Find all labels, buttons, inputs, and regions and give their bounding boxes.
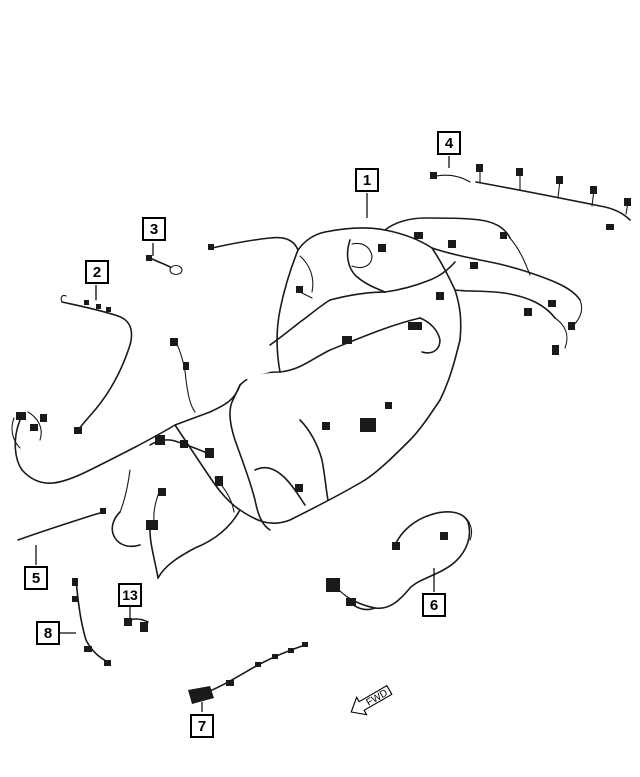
leader-lines [35,156,450,712]
harness-part-7 [188,642,308,704]
fwd-arrow: FWD [350,684,393,716]
callout-3: 3 [142,217,166,241]
callout-4: 4 [437,131,461,155]
callout-2: 2 [85,260,109,284]
callout-5: 5 [24,566,48,590]
harness-part-3 [146,255,183,276]
callout-13: 13 [118,583,142,607]
harness-part-6 [326,511,473,611]
harness-part-5 [17,508,106,541]
callout-7: 7 [190,714,214,738]
callout-8: 8 [36,621,60,645]
fwd-label: FWD [365,688,390,709]
callout-6: 6 [422,593,446,617]
harness-part-2 [60,285,133,434]
harness-part-13 [124,618,149,632]
callout-1: 1 [355,168,379,192]
harness-part-4 [430,164,631,230]
harness-part-1 [11,217,583,579]
harness-part-8 [72,578,111,666]
